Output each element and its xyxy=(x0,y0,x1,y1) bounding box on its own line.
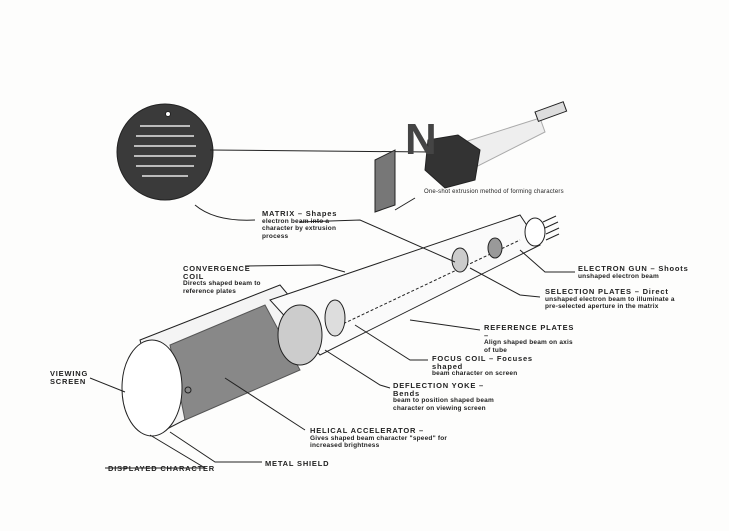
label-desc: Directs shaped beam to reference plates xyxy=(183,280,261,295)
label-title: REFERENCE PLATES – xyxy=(484,323,575,340)
label-title: FOCUS COIL – Focuses shaped xyxy=(432,354,533,371)
label-title: DEFLECTION YOKE – Bends xyxy=(393,381,484,398)
leader-lines xyxy=(89,204,575,469)
extrusion-caption: One-shot extrusion method of forming cha… xyxy=(424,189,564,195)
label-title: VIEWING SCREEN xyxy=(50,369,89,386)
label-title: CONVERGENCE COIL xyxy=(183,264,251,281)
label-metal-shield: METAL SHIELD xyxy=(265,460,329,468)
label-desc: Gives shaped beam character "speed" for … xyxy=(310,434,448,450)
label-reference-plates: REFERENCE PLATES –Align shaped beam on a… xyxy=(484,324,579,354)
label-title: DISPLAYED CHARACTER xyxy=(108,464,216,473)
label-helical-accelerator: HELICAL ACCELERATOR –Gives shaped beam c… xyxy=(310,427,450,450)
label-viewing-screen: VIEWING SCREEN xyxy=(50,370,90,385)
label-title: SELECTION PLATES – Direct xyxy=(545,287,669,296)
viewing-screen xyxy=(121,339,183,437)
gun-nozzle xyxy=(534,101,568,123)
extruded-n-block xyxy=(374,149,396,213)
label-title: METAL SHIELD xyxy=(265,459,330,468)
matrix-aperture-blob xyxy=(424,134,481,189)
label-title: MATRIX – Shapes xyxy=(262,209,338,218)
label-title: ELECTRON GUN – Shoots xyxy=(578,264,689,273)
matrix-apertures xyxy=(134,125,196,177)
label-displayed-character: DISPLAYED CHARACTER xyxy=(108,465,215,473)
label-desc: unshaped electron beam to illuminate a p… xyxy=(545,295,675,311)
label-desc: electron beam into a character by extrus… xyxy=(262,217,337,240)
label-desc: beam character on screen xyxy=(432,370,518,377)
label-desc: unshaped electron beam xyxy=(578,272,659,280)
extruded-letter-n: N xyxy=(405,115,437,164)
label-desc: beam to position shaped beam character o… xyxy=(393,397,494,412)
deflection-yoke xyxy=(277,304,323,366)
label-desc: Align shaped beam on axis of tube xyxy=(484,339,573,354)
gun-pins xyxy=(542,215,560,241)
matrix-disc xyxy=(116,103,214,201)
label-title: HELICAL ACCELERATOR – xyxy=(310,426,425,435)
